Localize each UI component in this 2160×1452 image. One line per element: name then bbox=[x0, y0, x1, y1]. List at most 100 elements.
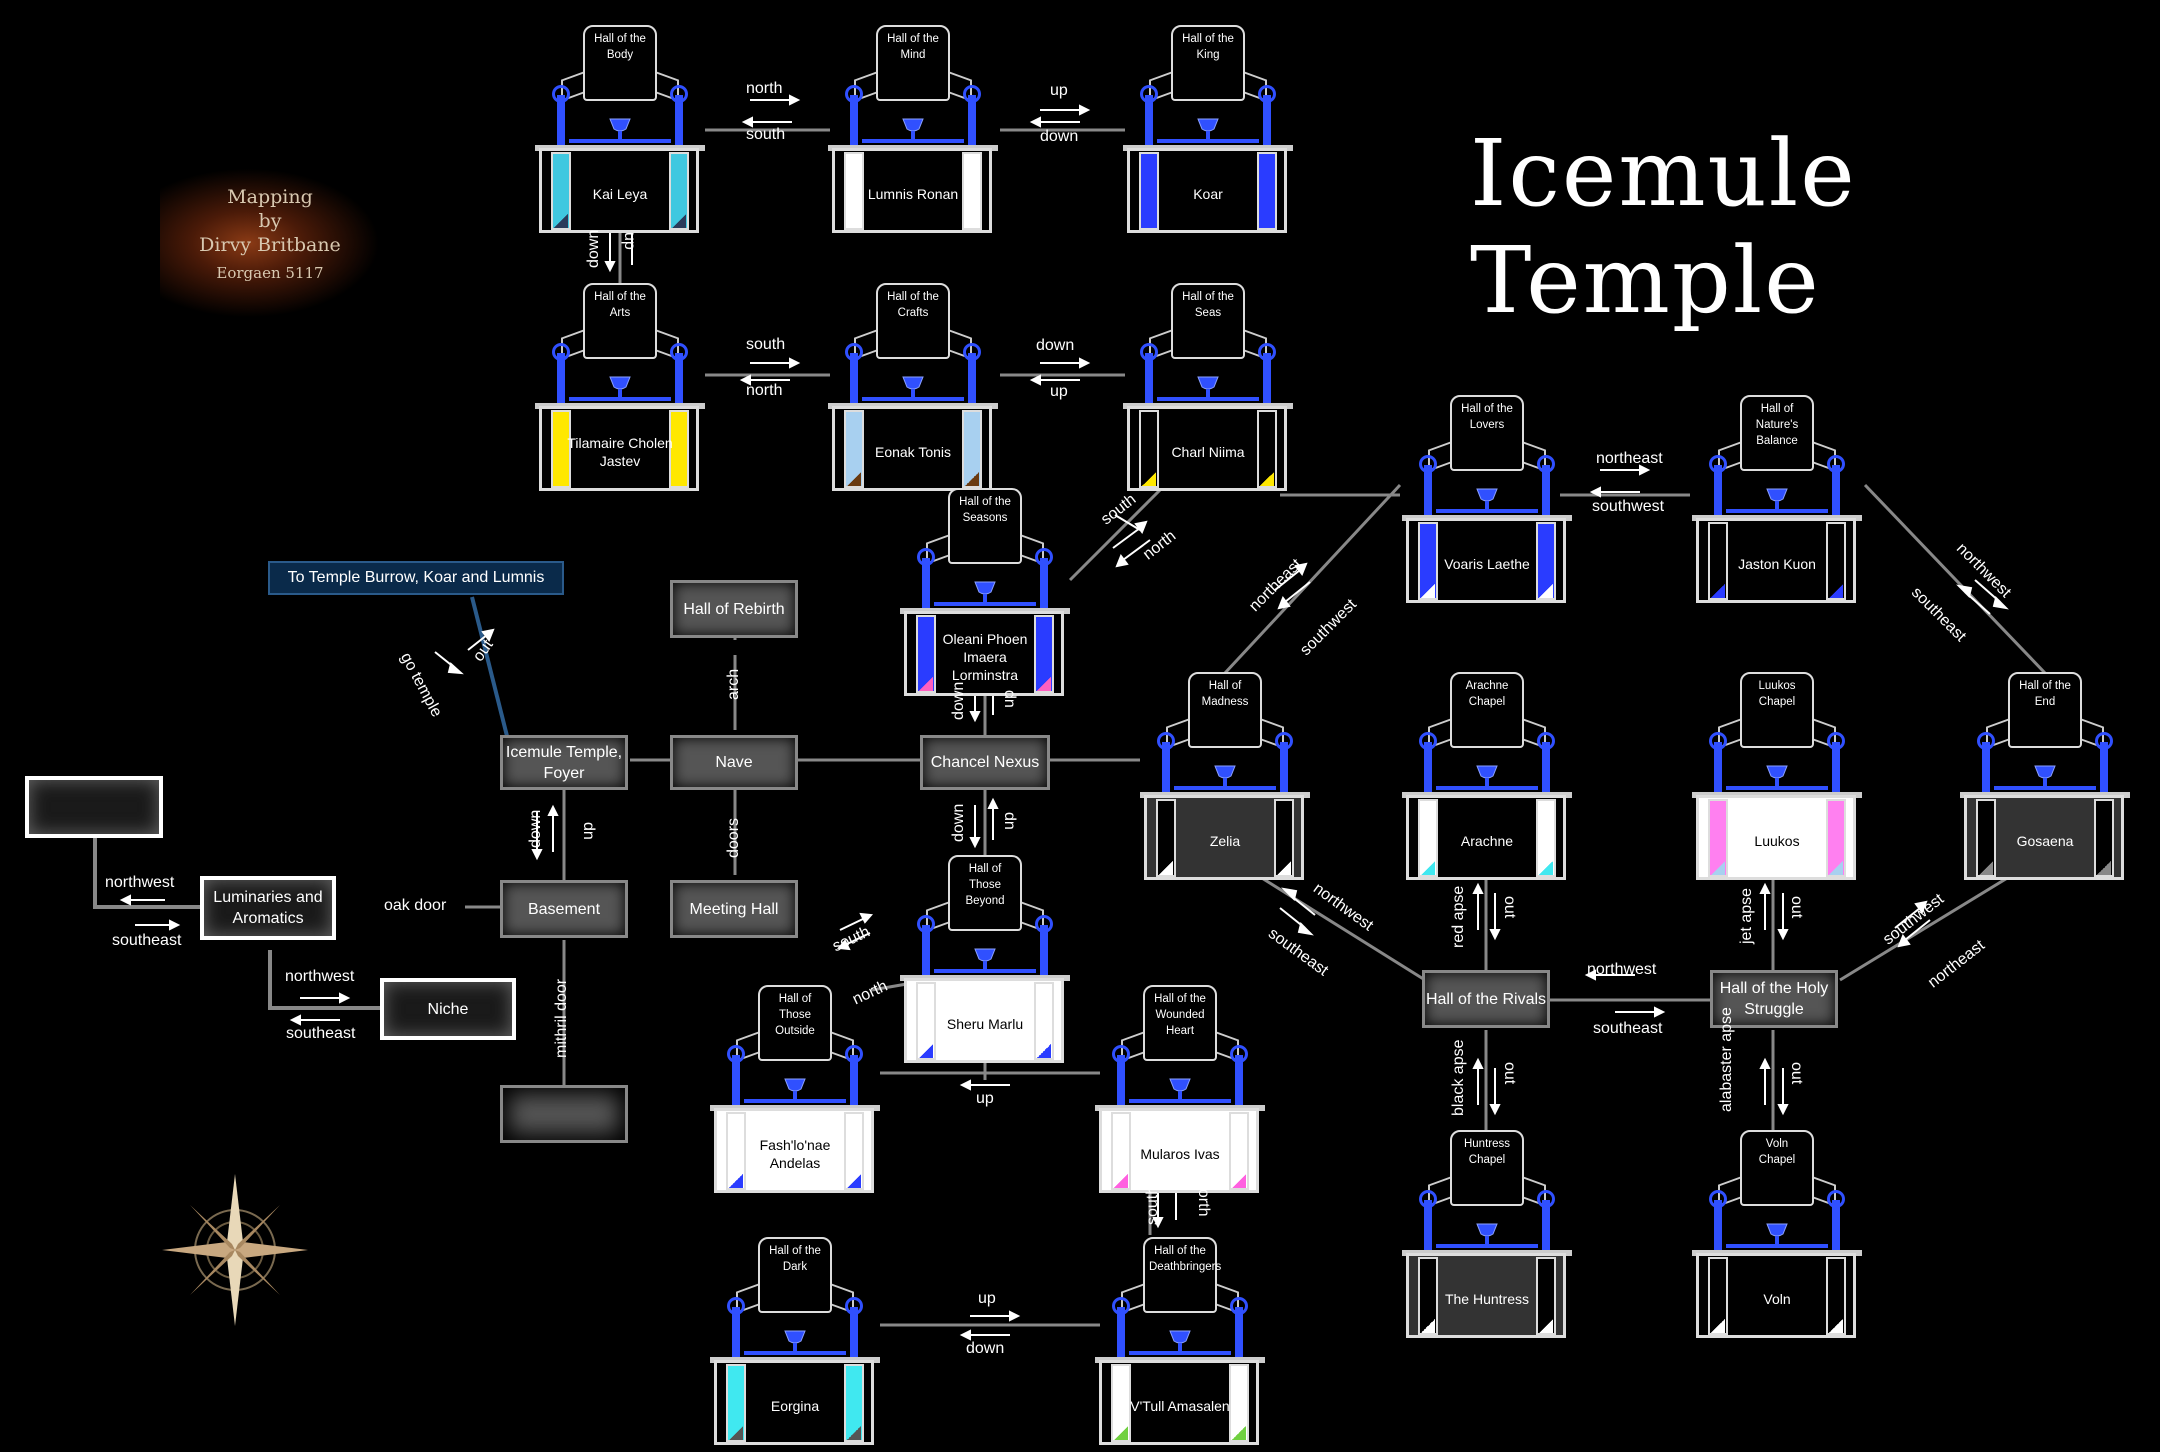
room-niche[interactable]: Niche bbox=[380, 978, 516, 1040]
candlestick-icon bbox=[922, 558, 930, 608]
candlestick-icon bbox=[1117, 1307, 1125, 1357]
banner-right bbox=[1826, 1257, 1846, 1335]
room-luminaries-and-aromatics[interactable]: Luminaries and Aromatics bbox=[200, 876, 336, 940]
exit-label: out bbox=[1788, 1062, 1805, 1085]
exit-label: down bbox=[1036, 337, 1075, 354]
room-nave[interactable]: Nave bbox=[670, 735, 798, 790]
altar-table bbox=[1157, 397, 1259, 401]
exit-label: down bbox=[950, 803, 967, 842]
hall-scroll: Hall of the Lovers bbox=[1450, 395, 1524, 471]
banner-tip bbox=[1829, 584, 1843, 598]
banner-tip bbox=[554, 214, 568, 228]
banner-tip bbox=[1421, 584, 1435, 598]
hall-scroll: Hall of the Dark bbox=[758, 1237, 832, 1313]
exit-label: up bbox=[1050, 82, 1068, 99]
banner-left bbox=[916, 982, 936, 1060]
candlestick-icon bbox=[968, 95, 976, 145]
banner-tip bbox=[847, 214, 861, 228]
banner-tip bbox=[729, 1174, 743, 1188]
banner-tip bbox=[965, 472, 979, 486]
altar-table bbox=[1436, 786, 1538, 790]
hall-deities: Sheru Marlu bbox=[946, 1016, 1024, 1032]
room-meeting-hall[interactable]: Meeting Hall bbox=[670, 880, 798, 938]
hall-deities: V'Tull Amasalen bbox=[1130, 1398, 1230, 1414]
banner-left bbox=[1976, 799, 1996, 877]
banner-right bbox=[2094, 799, 2114, 877]
hall-deities: Mularos Ivas bbox=[1140, 1146, 1220, 1162]
banner-right bbox=[669, 410, 689, 488]
banner-left bbox=[1418, 799, 1438, 877]
banner-right bbox=[1536, 522, 1556, 600]
candlestick-icon bbox=[1542, 742, 1550, 792]
temple-burrow-link[interactable]: To Temple Burrow, Koar and Lumnis bbox=[268, 561, 564, 595]
exit-label: doors bbox=[725, 817, 742, 858]
exit-label: out bbox=[1501, 1062, 1518, 1085]
altar-table bbox=[862, 139, 964, 143]
banner-tip bbox=[1711, 584, 1725, 598]
banner-left bbox=[726, 1364, 746, 1442]
banner-left bbox=[916, 615, 936, 693]
exit-label: south bbox=[746, 336, 786, 353]
banner-right bbox=[1826, 799, 1846, 877]
hall-scroll: Hall of the Body bbox=[583, 25, 657, 101]
banner-left bbox=[1139, 410, 1159, 488]
altar-table bbox=[569, 397, 671, 401]
hall-title: Hall of the Dark bbox=[769, 1245, 821, 1273]
exit-label: up bbox=[1050, 383, 1068, 400]
room-hall-of-the-holy-struggle[interactable]: Hall of the Holy Struggle bbox=[1710, 970, 1838, 1028]
altar-table bbox=[1129, 1099, 1231, 1103]
banner-left bbox=[1156, 799, 1176, 877]
credit-block: Mapping by Dirvy Britbane Eorgaen 5117 bbox=[160, 168, 380, 318]
candlestick-icon bbox=[1832, 465, 1840, 515]
exit-label: southeast bbox=[1593, 1020, 1663, 1037]
banner-tip bbox=[1232, 1426, 1246, 1440]
room-unlabeled-west[interactable] bbox=[25, 776, 163, 838]
exit-label: north bbox=[746, 382, 783, 399]
room-chancel-nexus[interactable]: Chancel Nexus bbox=[920, 735, 1050, 790]
hall-deities: Lumnis Ronan bbox=[867, 186, 959, 202]
banner-tip bbox=[1037, 677, 1051, 691]
banner-tip bbox=[1114, 1174, 1128, 1188]
banner-right bbox=[1229, 1364, 1249, 1442]
room-foyer[interactable]: Icemule Temple, Foyer bbox=[500, 735, 628, 790]
exit-label: out bbox=[1501, 896, 1518, 919]
banner-tip bbox=[965, 214, 979, 228]
exit-label: down bbox=[965, 1040, 1004, 1057]
room-hall-of-rebirth[interactable]: Hall of Rebirth bbox=[670, 580, 798, 638]
credit-line: Mapping bbox=[227, 186, 313, 208]
hall-scroll: Hall of the Deathbringers bbox=[1143, 1237, 1221, 1313]
hall-scroll: Hall of the Crafts bbox=[876, 283, 950, 359]
room-hall-of-the-rivals[interactable]: Hall of the Rivals bbox=[1422, 970, 1550, 1028]
hall-scroll: Hall of Those Outside bbox=[758, 985, 832, 1061]
candlestick-icon bbox=[1542, 465, 1550, 515]
altar-table bbox=[1436, 509, 1538, 513]
exit-label: dn bbox=[1001, 690, 1018, 708]
candlestick-icon bbox=[1424, 465, 1432, 515]
room-basement[interactable]: Basement bbox=[500, 880, 628, 938]
candlestick-icon bbox=[1424, 1200, 1432, 1250]
banner-left bbox=[726, 1112, 746, 1190]
hall-deities: Voaris Laethe bbox=[1444, 556, 1530, 572]
banner-tip bbox=[1829, 861, 1843, 875]
room-unlabeled[interactable] bbox=[500, 1085, 628, 1143]
